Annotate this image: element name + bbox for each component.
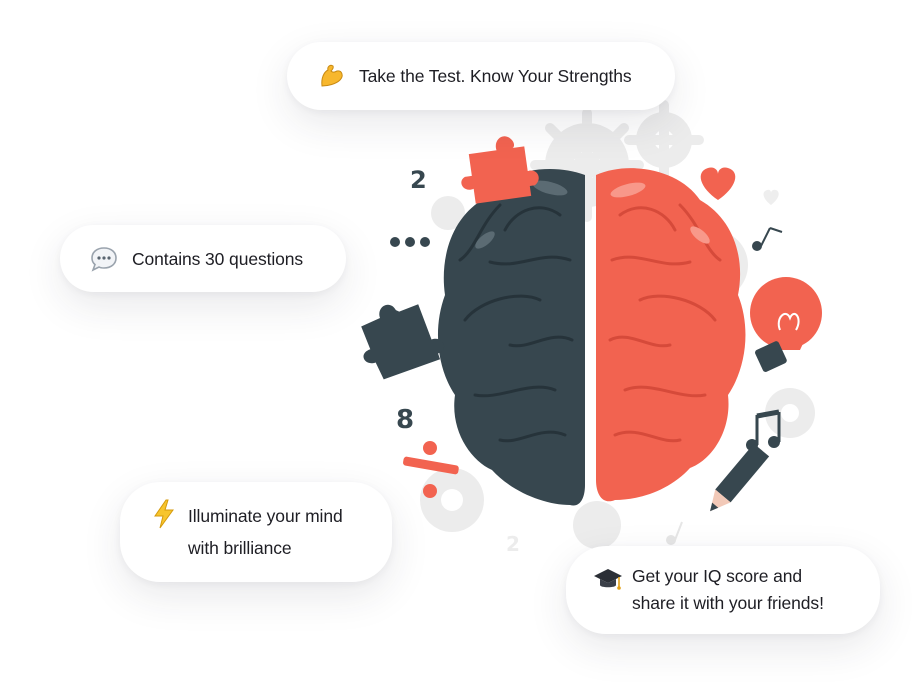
heart-icon	[700, 167, 736, 200]
number-label: 8	[396, 405, 414, 435]
lightning-icon	[150, 498, 178, 530]
feature-text: Take the Test. Know Your Strengths	[359, 66, 632, 86]
brain-right-half	[596, 168, 746, 502]
division-icon	[403, 441, 459, 498]
feature-text: Contains 30 questions	[132, 248, 304, 269]
ellipsis-icon	[390, 237, 430, 247]
speech-bubble-icon	[88, 243, 120, 275]
music-note-icon	[746, 227, 783, 451]
feature-score: Get your IQ score and share it with your…	[566, 546, 880, 634]
puzzle-piece-icon	[361, 304, 445, 380]
puzzle-piece-icon	[461, 136, 539, 204]
feature-illuminate: Illuminate your mind with brilliance	[120, 482, 392, 582]
feature-take-test: Take the Test. Know Your Strengths	[287, 42, 675, 110]
brain-left-half	[437, 168, 585, 506]
feature-text-line: Get your IQ score and	[632, 566, 803, 586]
pencil-icon	[710, 443, 770, 512]
graduation-cap-icon	[592, 564, 624, 596]
feature-text-line: Illuminate your mind	[188, 506, 343, 526]
number-label: 2	[410, 166, 427, 194]
number-label: 2	[506, 532, 520, 556]
light-bulb-icon	[750, 277, 822, 372]
feature-questions: Contains 30 questions	[60, 225, 346, 292]
feature-text-line: share it with your friends!	[632, 593, 824, 613]
feature-text-line: with brilliance	[188, 538, 292, 558]
flexed-biceps-icon	[317, 61, 347, 91]
